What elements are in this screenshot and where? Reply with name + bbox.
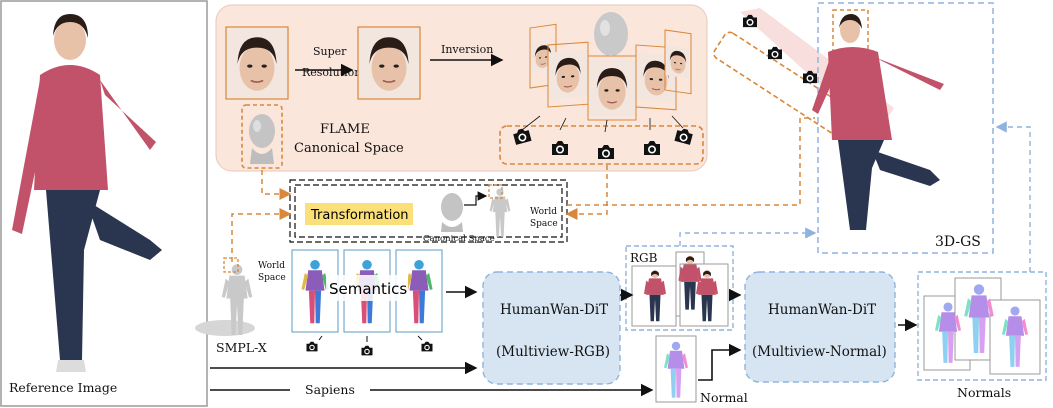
transformation-label: Transformation [310, 208, 409, 223]
transform-world-label-2: Space [530, 219, 558, 229]
normals-views: Normals [917, 271, 1047, 400]
dit-rgb-subtitle: (Multiview-RGB) [496, 344, 610, 360]
flame-canonical-head [241, 104, 283, 169]
dit-rgb-box: HumanWan-DiT (Multiview-RGB) [482, 271, 621, 385]
dit-normal-subtitle: (Multiview-Normal) [752, 344, 887, 360]
inversion-label: Inversion [441, 43, 493, 56]
smplx-world-label-2: Space [258, 273, 286, 283]
flame-label-2: Canonical Space [294, 141, 404, 156]
normals-label: Normals [957, 385, 1011, 400]
transform-canonical-head [441, 193, 463, 232]
rgb-label: RGB [630, 251, 658, 265]
flame-head-top [594, 12, 628, 56]
gs3d-panel: 3D-GS [812, 2, 994, 254]
semantics-block: Semantics [291, 249, 443, 356]
super-resolution-label-2: Resolution [302, 66, 361, 79]
sr-face [357, 26, 421, 100]
transform-world-label-1: World [530, 207, 557, 217]
transform-canonical-label: Canonical Space [423, 234, 495, 244]
dit-rgb-title: HumanWan-DiT [500, 302, 608, 318]
smplx-label: SMPL-X [216, 340, 267, 355]
reference-person [12, 14, 162, 372]
camera-icon [421, 341, 433, 352]
face-camera-row [499, 115, 704, 165]
gs3d-label: 3D-GS [935, 234, 981, 250]
semantics-label: Semantics [329, 280, 407, 298]
transformation-box: Transformation Canonical Space World Spa… [289, 179, 568, 244]
input-face-crop [225, 26, 289, 100]
reference-image-panel: Reference Image [0, 0, 208, 407]
super-resolution-label-1: Super [313, 45, 347, 58]
rgb-views: RGB [625, 245, 734, 331]
normal-label: Normal [700, 390, 748, 405]
reference-image-label: Reference Image [9, 380, 117, 395]
transform-world-body [489, 188, 511, 237]
gs3d-person [812, 9, 944, 230]
face-panel: Super Resolution Inversion [215, 4, 708, 172]
flame-label-1: FLAME [320, 122, 370, 137]
smplx-block: World Space SMPL-X [195, 257, 286, 355]
camera-icon [361, 345, 373, 356]
dit-normal-box: HumanWan-DiT (Multiview-Normal) [744, 271, 896, 383]
multiview-faces [529, 12, 692, 121]
normal-to-dit-normal-arrow [698, 343, 742, 381]
normal-view: Normal [655, 335, 748, 405]
blue-connectors [679, 121, 1031, 272]
sapiens-label: Sapiens [305, 382, 355, 397]
camera-icon [768, 46, 782, 60]
orange-connectors [231, 117, 815, 262]
smplx-world-label-1: World [258, 261, 285, 271]
camera-icon [306, 341, 318, 352]
dit-normal-title: HumanWan-DiT [768, 302, 876, 318]
